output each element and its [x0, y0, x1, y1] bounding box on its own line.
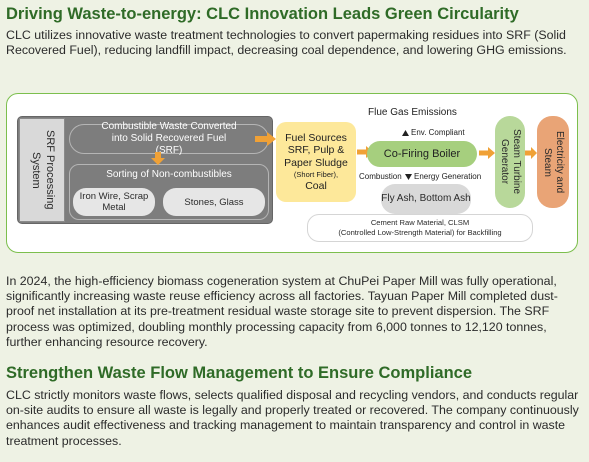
compliance-paragraph: CLC strictly monitors waste flows, selec…	[6, 388, 579, 448]
env-compliant-label: Env. Compliant	[411, 128, 465, 137]
section-title-waste-flow: Strengthen Waste Flow Management to Ensu…	[6, 364, 473, 382]
fuel-sources-label: Fuel Sources SRF, Pulp & Paper Sludge	[284, 131, 348, 169]
right-arrow-to-electricity	[525, 147, 537, 159]
stones-glass-box: Stones, Glass	[163, 188, 265, 216]
combustible-waste-box: Combustible Waste Converted into Solid R…	[69, 121, 269, 156]
fly-ash-label: Fly Ash, Bottom Ash	[381, 193, 471, 205]
coal-label: Coal	[305, 180, 327, 193]
steam-turbine-label: Steam Turbine Generator	[499, 129, 522, 195]
cofiring-boiler-label: Co-Firing Boiler	[383, 148, 461, 160]
up-triangle-icon	[402, 130, 409, 136]
short-fiber-label: (Short Fiber),	[293, 170, 339, 180]
clsm-label: (Controlled Low-Strength Material) for B…	[338, 228, 502, 237]
cement-label: Cement Raw Material, CLSM	[370, 218, 470, 227]
combustible-waste-label: Combustible Waste Converted into Solid R…	[101, 121, 237, 156]
electricity-steam-box: Electricity and Steam	[537, 116, 569, 208]
down-arrow-to-sorting	[151, 152, 165, 165]
section-title-waste-to-energy: Driving Waste-to-energy: CLC Innovation …	[6, 5, 519, 23]
intro-paragraph: CLC utilizes innovative waste treatment …	[6, 28, 567, 58]
electricity-steam-label: Electricity and Steam	[542, 130, 565, 194]
sorting-label: Sorting of Non-combustibles	[106, 169, 232, 180]
energy-generation-label: Energy Generation	[414, 172, 482, 181]
fly-ash-box: Fly Ash, Bottom Ash	[381, 184, 471, 214]
cement-box: Cement Raw Material, CLSM (Controlled Lo…	[307, 214, 533, 242]
flue-gas-label: Flue Gas Emissions	[368, 107, 457, 118]
iron-wire-label: Iron Wire, Scrap Metal	[79, 191, 149, 213]
stones-glass-label: Stones, Glass	[184, 196, 244, 208]
srf-process-diagram: SRF Processing System Combustible Waste …	[6, 93, 578, 253]
fuel-sources-box: Fuel Sources SRF, Pulp & Paper Sludge (S…	[276, 122, 356, 202]
srf-system-label-box: SRF Processing System	[19, 118, 65, 222]
right-arrow-to-fuel	[255, 132, 276, 146]
cofiring-boiler-box: Co-Firing Boiler	[367, 141, 477, 167]
right-arrow-to-turbine	[479, 147, 495, 159]
down-triangle-icon	[405, 174, 412, 180]
combustion-label: Combustion	[359, 172, 402, 181]
srf-system-label: SRF Processing System	[30, 130, 56, 210]
steam-turbine-box: Steam Turbine Generator	[495, 116, 525, 208]
progress-paragraph: In 2024, the high-efficiency biomass cog…	[6, 274, 558, 349]
iron-wire-box: Iron Wire, Scrap Metal	[73, 188, 155, 216]
